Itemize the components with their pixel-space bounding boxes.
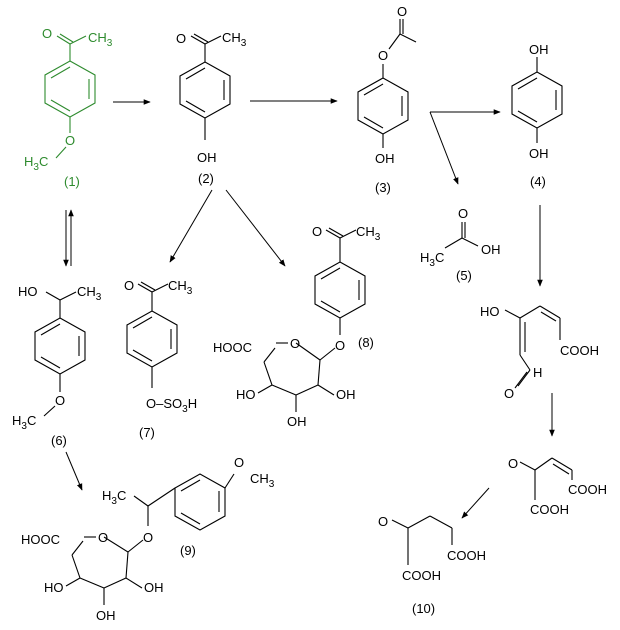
c7-methyl: CH3 (168, 278, 193, 297)
c10-label: (10) (412, 601, 435, 616)
c7-carbonyl-o: O (124, 278, 134, 293)
i1-aldehyde-h: H (533, 365, 542, 380)
compound-10 (391, 515, 453, 565)
reaction-arrows (63, 98, 555, 519)
c1-label: (1) (64, 174, 80, 189)
c1-ether-o: O (65, 133, 75, 148)
c10-keto-o: O (378, 514, 388, 529)
c8-label: (8) (358, 335, 374, 350)
c9-ring-o: O (98, 530, 108, 545)
i2-cooh-top: COOH (568, 482, 607, 497)
c8-oh-right: OH (336, 387, 356, 402)
compound-9 (65, 473, 235, 605)
arrow-6-to-9 (65, 451, 83, 491)
c8-methyl: CH3 (356, 224, 381, 243)
c10-cooh-bottom: COOH (402, 568, 441, 583)
c9-ethyl: H3C (102, 488, 126, 507)
c4-top-oh: OH (529, 42, 549, 57)
c9-glyco-o: O (143, 530, 153, 545)
compound-4 (511, 57, 563, 143)
compound-3 (357, 19, 417, 148)
c1-methoxy: H3C (24, 154, 48, 173)
compound-5 (444, 222, 479, 249)
c7-label: (7) (139, 425, 155, 440)
c9-oh-right: OH (144, 580, 164, 595)
c2-carbonyl-o: O (176, 31, 186, 46)
c1-methyl: CH3 (88, 30, 113, 49)
c8-oh-left: HO (236, 387, 256, 402)
c9-methoxy: CH3 (250, 471, 275, 490)
c8-ring-o: O (290, 336, 300, 351)
compound-2 (179, 33, 231, 140)
arrow-i2-to-10 (461, 487, 490, 519)
c9-label: (9) (180, 543, 196, 558)
c3-hydroxyl: OH (375, 151, 395, 166)
c5-carbonyl-o: O (458, 206, 468, 221)
c9-oh-bottom: OH (96, 608, 116, 623)
i1-cooh: COOH (560, 343, 599, 358)
c2-hydroxyl: OH (197, 150, 217, 165)
c8-oh-bottom: OH (287, 414, 307, 429)
c3-ester-o: O (378, 48, 388, 63)
c2-methyl: CH3 (222, 30, 247, 49)
c6-label: (6) (51, 433, 67, 448)
compound-7 (126, 281, 178, 388)
intermediate-1 (504, 305, 561, 389)
c7-sulfo: O–SO3H (146, 396, 197, 415)
c8-cooh: HOOC (213, 340, 252, 355)
c5-hydroxyl: OH (481, 242, 501, 257)
arrow-2-to-7 (169, 189, 213, 263)
c6-ether-o: O (55, 393, 65, 408)
i2-keto-o: O (508, 456, 518, 471)
compound-1 (44, 33, 96, 159)
c6-hydroxyl: HO (18, 284, 38, 299)
c9-cooh: HOOC (21, 532, 60, 547)
intermediate-2 (519, 457, 573, 500)
c1-carbonyl-o: O (42, 26, 52, 41)
c6-methyl: CH3 (77, 284, 102, 303)
c8-carbonyl-o: O (312, 224, 322, 239)
c9-ether-o: O (234, 455, 244, 470)
c5-label: (5) (456, 268, 472, 283)
i2-cooh-bottom: COOH (530, 502, 569, 517)
arrow-2-to-8 (225, 189, 286, 267)
c5-methyl: H3C (420, 250, 444, 269)
compound-8 (257, 227, 366, 412)
c3-carbonyl-o: O (397, 4, 407, 19)
c6-methoxy: H3C (12, 413, 36, 432)
c8-glyco-o: O (335, 338, 345, 353)
i1-aldehyde-o: O (504, 386, 514, 401)
c4-label: (4) (530, 174, 546, 189)
c4-bottom-oh: OH (529, 146, 549, 161)
c3-label: (3) (375, 180, 391, 195)
c2-label: (2) (198, 171, 214, 186)
c9-oh-left: HO (44, 580, 64, 595)
c10-cooh-top: COOH (447, 548, 486, 563)
compound-6 (34, 291, 86, 417)
i1-hydroxyl: HO (480, 304, 500, 319)
arrow-3-to-5 (429, 111, 459, 185)
